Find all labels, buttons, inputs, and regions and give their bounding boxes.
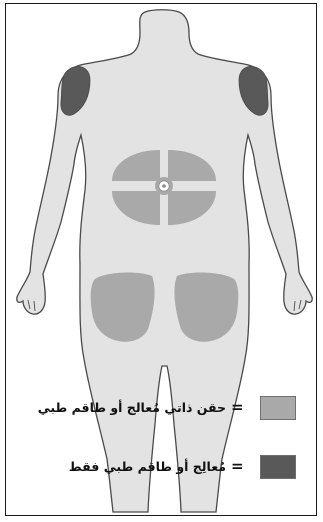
legend-item-caregiver-only: مُعالِج أو طاقم طبي فقط = [6,455,318,483]
injection-site-diagram [6,4,318,517]
legend-swatch-light [260,396,296,420]
legend-label: حقن ذاتي مُعالج أو طاقم طبي [38,397,226,419]
figure-frame: حقن ذاتي مُعالج أو طاقم طبي = مُعالِج أو… [5,3,317,516]
legend-label: مُعالِج أو طاقم طبي فقط [69,456,226,478]
legend-item-self-injection: حقن ذاتي مُعالج أو طاقم طبي = [6,396,318,424]
legend-equals: = [231,396,244,418]
legend-swatch-dark [260,455,296,479]
body-silhouette-icon [17,10,312,512]
legend-equals: = [231,455,244,477]
